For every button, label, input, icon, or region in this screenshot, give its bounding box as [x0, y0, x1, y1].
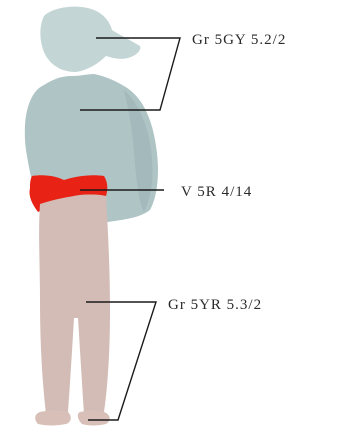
figure-trousers	[39, 195, 110, 415]
figure-shoe-right	[78, 411, 110, 426]
figure-hat	[40, 7, 140, 72]
label-waistband-color: V 5R 4/14	[181, 185, 252, 200]
label-trousers-color: Gr 5YR 5.3/2	[168, 298, 262, 313]
label-top-color: Gr 5GY 5.2/2	[192, 33, 286, 48]
figure-shoe-left	[35, 411, 71, 426]
